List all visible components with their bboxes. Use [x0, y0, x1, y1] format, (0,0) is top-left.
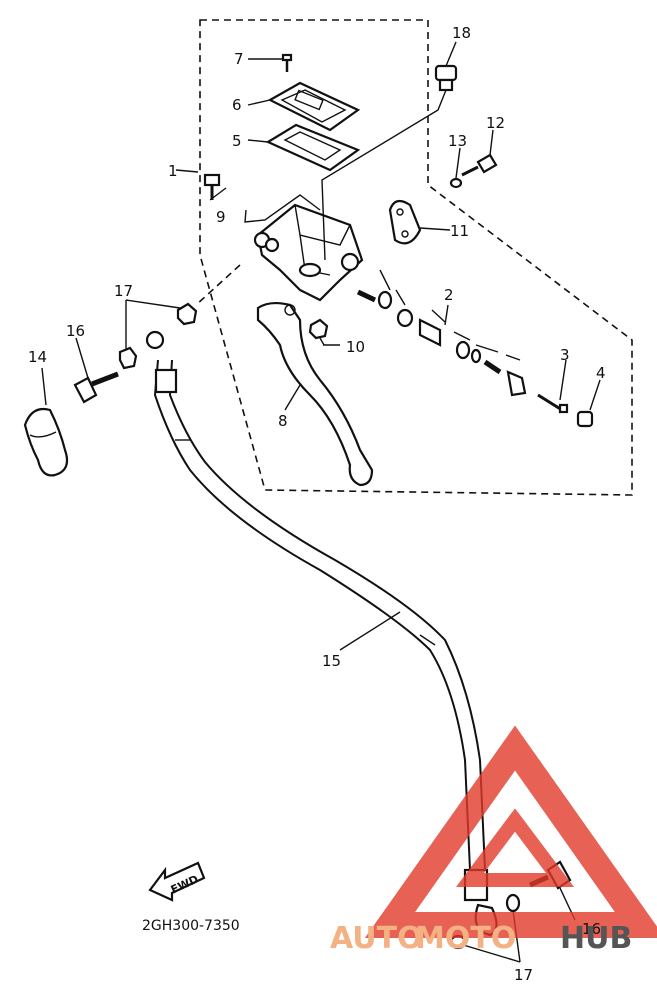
- watermark-text-hub: HUB: [560, 921, 632, 956]
- label-4: 4: [596, 364, 606, 382]
- label-16-left: 16: [66, 322, 85, 340]
- watermark-text-moto: MOTO: [415, 921, 516, 956]
- label-1: 1: [168, 162, 178, 180]
- master-cylinder-body: [253, 203, 364, 302]
- bolt-part-9: [203, 173, 221, 200]
- watermark-triangle-icon: [364, 725, 657, 938]
- label-15: 15: [322, 652, 341, 670]
- watermark-text-auto: AUTO: [330, 921, 423, 956]
- assembly-leader-dash: [195, 264, 241, 306]
- washer-part-13: [449, 177, 463, 189]
- brake-lever-part: [256, 301, 374, 487]
- label-5: 5: [232, 132, 242, 150]
- label-8: 8: [278, 412, 288, 430]
- label-9: 9: [216, 208, 226, 226]
- label-18: 18: [452, 24, 471, 42]
- diaphragm-part: [265, 123, 361, 172]
- label-12: 12: [486, 114, 505, 132]
- screw-part: [281, 53, 293, 72]
- washer-part-17-left: [118, 346, 138, 370]
- label-17-lower: 17: [514, 966, 533, 984]
- screw-part-3: [537, 393, 569, 414]
- assembly-outline: [199, 19, 633, 496]
- label-7: 7: [234, 50, 244, 68]
- label-11: 11: [450, 222, 469, 240]
- label-6: 6: [232, 96, 242, 114]
- label-16-right: 16: [582, 920, 601, 938]
- nut-part-17-upper: [176, 302, 198, 326]
- union-bolt-left: [73, 371, 119, 404]
- reservoir-cap-part: [267, 81, 361, 132]
- clamp-part: [388, 199, 422, 245]
- label-17-upper: 17: [114, 282, 133, 300]
- label-14: 14: [28, 348, 47, 366]
- diagram-code: 2GH300-7350: [142, 918, 240, 934]
- fwd-label: FWD: [169, 873, 201, 897]
- boot-cover-part: [23, 407, 69, 477]
- label-2: 2: [444, 286, 454, 304]
- bolt-part-12: [461, 153, 498, 177]
- label-10: 10: [346, 338, 365, 356]
- piston-kit-part: [356, 269, 527, 397]
- watermark-logo: [364, 725, 657, 938]
- label-13: 13: [448, 132, 467, 150]
- cap-part-4: [576, 410, 594, 428]
- nut-part-10: [308, 318, 329, 340]
- label-3: 3: [560, 346, 570, 364]
- fwd-arrow-icon: [148, 861, 206, 902]
